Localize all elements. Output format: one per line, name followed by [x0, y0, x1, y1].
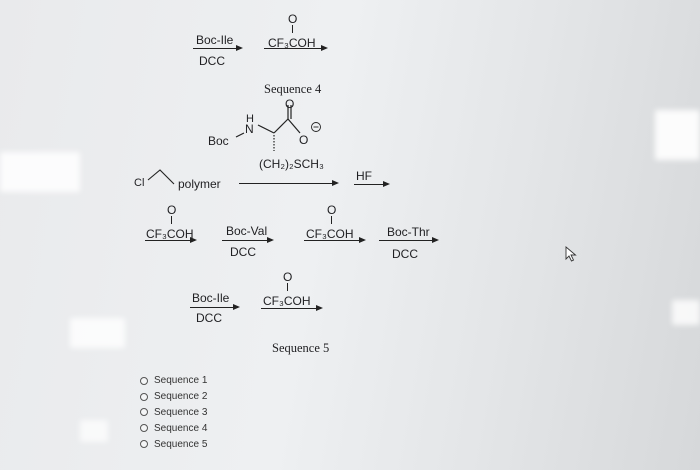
reagent-boc-ile: Boc-Ile — [196, 33, 234, 47]
nh-nitrogen: N — [245, 122, 254, 136]
reagent-dcc: DCC — [196, 311, 222, 325]
screen-glare — [80, 420, 108, 442]
option-sequence-4[interactable]: Sequence 4 — [140, 420, 207, 436]
reagent-tfa: CF₃COH — [306, 227, 354, 241]
carbonyl-oxygen: O — [285, 97, 295, 111]
reagent-dcc: DCC — [392, 247, 418, 261]
reaction-arrow — [304, 236, 366, 243]
side-chain-label: (CH₂)₂SCH₃ — [259, 157, 324, 171]
radio-icon[interactable] — [140, 392, 148, 401]
option-label: Sequence 5 — [154, 438, 208, 450]
sequence-4-label: Sequence 4 — [264, 82, 322, 96]
double-bond — [171, 216, 173, 224]
option-sequence-2[interactable]: Sequence 2 — [140, 389, 207, 405]
reagent-boc-ile: Boc-Ile — [192, 291, 230, 305]
chloro-label: Cl — [134, 177, 145, 189]
option-label: Sequence 4 — [154, 422, 208, 434]
nh-hydrogen: H — [246, 113, 254, 125]
reaction-arrow — [239, 179, 339, 186]
carbonyl-oxygen: O — [327, 203, 337, 217]
reagent-dcc: DCC — [230, 245, 256, 259]
answer-options: Sequence 1 Sequence 2 Sequence 3 Sequenc… — [140, 373, 207, 452]
resin-linker — [147, 169, 175, 185]
option-label: Sequence 1 — [154, 375, 208, 387]
screen-glare — [655, 110, 700, 160]
double-bond — [292, 25, 294, 33]
bond — [287, 118, 301, 134]
polymer-label: polymer — [178, 177, 221, 191]
reagent-tfa: CF₃COH — [263, 294, 311, 308]
reaction-arrow — [379, 236, 439, 243]
reaction-arrow — [261, 304, 323, 311]
option-sequence-1[interactable]: Sequence 1 — [140, 373, 207, 389]
negative-charge-icon — [311, 122, 321, 132]
reaction-arrow — [190, 303, 240, 310]
radio-icon[interactable] — [140, 424, 148, 433]
option-sequence-3[interactable]: Sequence 3 — [140, 405, 207, 421]
reagent-dcc: DCC — [199, 54, 225, 68]
reagent-tfa: CF₃COH — [268, 36, 316, 50]
sequence-5-label: Sequence 5 — [272, 341, 330, 355]
carbonyl-oxygen: O — [167, 203, 177, 217]
reagent-boc-val: Boc-Val — [226, 224, 268, 238]
bond — [257, 124, 275, 134]
carbonyl-oxygen: O — [283, 270, 293, 284]
reaction-arrow — [264, 44, 328, 51]
option-label: Sequence 3 — [154, 406, 208, 418]
radio-icon[interactable] — [140, 408, 148, 417]
option-label: Sequence 2 — [154, 391, 208, 403]
carboxylate-oxygen: O — [299, 133, 309, 147]
screen-glare — [70, 318, 125, 348]
radio-icon[interactable] — [140, 440, 148, 449]
screen-glare — [0, 152, 80, 192]
reaction-arrow — [354, 180, 390, 187]
reagent-hf: HF — [356, 169, 372, 183]
reagent-boc-thr: Boc-Thr — [387, 225, 430, 239]
radio-icon[interactable] — [140, 376, 148, 385]
double-bond — [331, 216, 333, 224]
reaction-arrow — [193, 44, 243, 51]
reaction-arrow — [145, 236, 197, 243]
reaction-arrow — [222, 236, 274, 243]
boc-met-structure — [235, 105, 321, 151]
bond — [273, 118, 289, 134]
mouse-cursor-icon — [565, 246, 577, 262]
boc-group-label: Boc — [208, 134, 229, 148]
reagent-tfa: CF₃COH — [146, 227, 194, 241]
double-bond — [287, 283, 289, 291]
bond — [235, 132, 245, 138]
carbonyl-oxygen: O — [288, 12, 298, 26]
screen-glare — [672, 300, 700, 325]
option-sequence-5[interactable]: Sequence 5 — [140, 436, 207, 452]
bond — [147, 169, 175, 185]
